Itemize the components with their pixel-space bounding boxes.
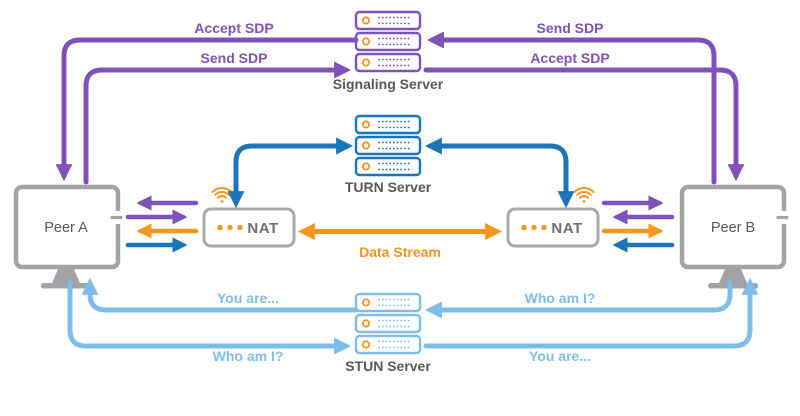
nat-right-box bbox=[506, 207, 600, 248]
peer-a-stand bbox=[52, 267, 80, 283]
you-are-right-label: You are... bbox=[529, 348, 591, 364]
turn-server-label: TURN Server bbox=[345, 179, 432, 195]
nat-left-box bbox=[202, 207, 296, 248]
send-sdp-right-label: Send SDP bbox=[537, 20, 604, 36]
server-unit bbox=[354, 114, 422, 135]
who-am-i-right-label: Who am I? bbox=[525, 290, 596, 306]
server-unit bbox=[354, 10, 422, 31]
peer-a-label: Peer A bbox=[44, 220, 88, 236]
accept-sdp-arrow-right bbox=[423, 67, 745, 182]
peer-b-device: Peer B bbox=[679, 184, 789, 289]
nat-left-router: NAT bbox=[202, 187, 296, 248]
you-are-left-label: You are... bbox=[217, 290, 279, 306]
stun-who-am-i-arrow-right bbox=[424, 280, 733, 319]
stun-you-are-arrow-left bbox=[81, 277, 359, 313]
server-unit bbox=[354, 334, 422, 355]
send-sdp-arrow-right bbox=[426, 31, 717, 185]
signaling-server-label: Signaling Server bbox=[333, 76, 444, 92]
peer-a-stand-base bbox=[41, 283, 91, 289]
peer-a-device: Peer A bbox=[13, 184, 123, 289]
accept-sdp-left-label: Accept SDP bbox=[194, 20, 273, 36]
nat-left-label: NAT bbox=[247, 220, 278, 237]
signaling-server-icon bbox=[354, 10, 422, 73]
who-am-i-left-label: Who am I? bbox=[213, 348, 284, 364]
wifi-icon-right bbox=[573, 187, 595, 203]
stun-server-icon bbox=[354, 292, 422, 355]
stun-you-are-arrow-right bbox=[423, 277, 759, 349]
stun-who-am-i-arrow-left bbox=[67, 280, 352, 355]
send-sdp-left-label: Send SDP bbox=[201, 50, 268, 66]
server-unit bbox=[354, 52, 422, 73]
stun-server-label: STUN Server bbox=[345, 358, 431, 374]
server-unit bbox=[354, 135, 422, 156]
turn-relay-arrow-left bbox=[227, 137, 354, 209]
turn-server-icon bbox=[354, 114, 422, 177]
server-unit bbox=[354, 156, 422, 177]
server-unit bbox=[354, 31, 422, 52]
server-unit bbox=[354, 292, 422, 313]
peer-b-stand bbox=[719, 267, 747, 283]
wifi-icon-left bbox=[211, 187, 233, 203]
nat-right-router: NAT bbox=[506, 187, 600, 248]
data-stream-label: Data Stream bbox=[359, 244, 441, 260]
peer-b-label: Peer B bbox=[711, 220, 755, 236]
send-sdp-arrow-left bbox=[83, 61, 352, 185]
server-unit bbox=[354, 313, 422, 334]
turn-relay-arrow-right bbox=[424, 137, 575, 209]
accept-sdp-arrow-left bbox=[55, 37, 359, 182]
accept-sdp-right-label: Accept SDP bbox=[530, 50, 609, 66]
nat-right-label: NAT bbox=[551, 220, 582, 237]
